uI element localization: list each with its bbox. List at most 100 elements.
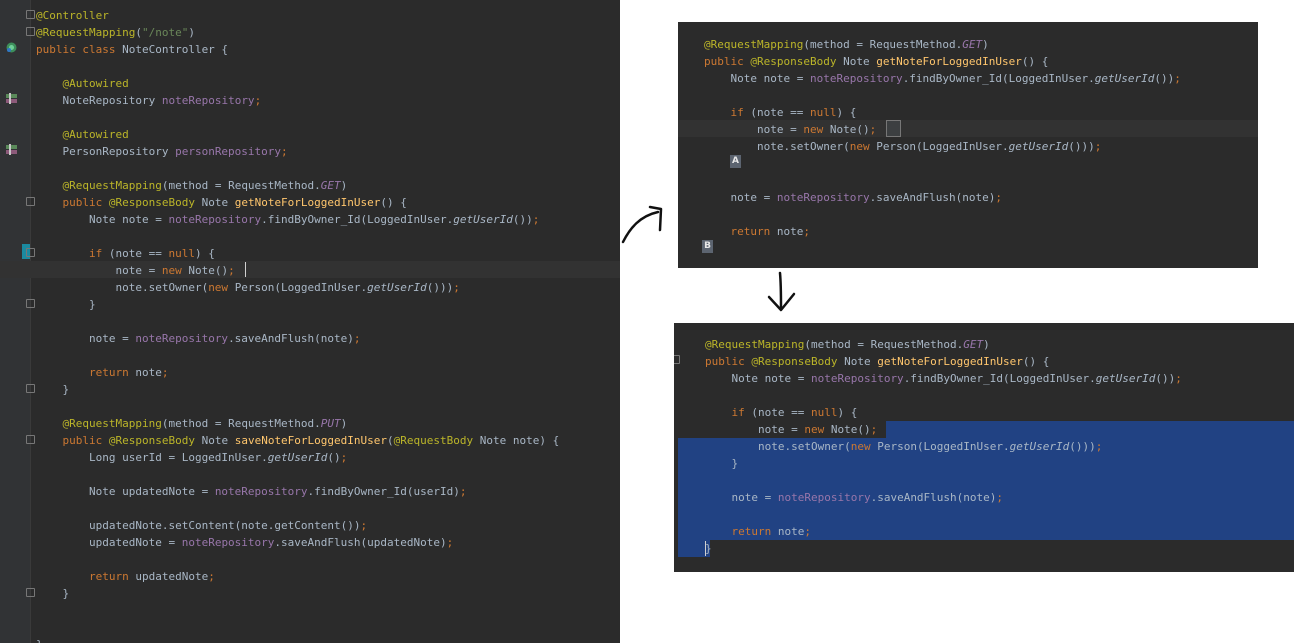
selection-highlight: [678, 540, 710, 557]
code-token: ;: [208, 570, 215, 583]
code-line: @RequestMapping(method = RequestMethod.G…: [704, 36, 989, 53]
code-line: }: [36, 296, 96, 313]
fold-marker[interactable]: [26, 248, 35, 257]
code-token: return: [36, 366, 136, 379]
fold-marker[interactable]: [26, 435, 35, 444]
autowired-bean-icon[interactable]: [6, 93, 17, 104]
fold-marker[interactable]: [26, 27, 35, 36]
code-token: return: [704, 225, 777, 238]
code-token: note.setOwner(: [704, 140, 850, 153]
code-token: getNoteForLoggedInUser: [877, 355, 1023, 368]
code-token: if: [705, 406, 752, 419]
code-token: @ResponseBody: [108, 196, 202, 209]
fold-marker[interactable]: [674, 355, 680, 364]
code-token: personRepository: [175, 145, 282, 158]
code-token: ): [982, 38, 989, 51]
code-token: (note ==: [751, 406, 811, 419]
code-token: noteRepository: [776, 191, 870, 204]
fold-marker[interactable]: [26, 588, 35, 597]
code-line: }: [705, 540, 712, 557]
code-line: @Autowired: [36, 126, 128, 143]
selection-highlight: [886, 421, 1294, 438]
code-token: (note ==: [750, 106, 810, 119]
code-token: ;: [1175, 372, 1182, 385]
code-line: return note;: [705, 523, 811, 540]
code-line: updatedNote = noteRepository.saveAndFlus…: [36, 534, 453, 551]
code-token: ;: [1094, 140, 1102, 153]
code-line: note = noteRepository.saveAndFlush(note)…: [36, 330, 361, 347]
autowired-bean-icon[interactable]: [6, 144, 17, 155]
code-token: new: [850, 440, 878, 453]
code-token: public: [36, 196, 109, 209]
code-token: () {: [1022, 355, 1050, 368]
code-token: updatedNote =: [36, 536, 182, 549]
code-token: getUserId: [1094, 72, 1155, 85]
code-token: ()): [1155, 372, 1176, 385]
code-token: .saveAndFlush(note): [228, 332, 354, 345]
code-token: ;: [1095, 440, 1103, 453]
arrow-down-icon: [767, 271, 796, 312]
code-token: PersonRepository: [36, 145, 176, 158]
code-token: (note ==: [108, 247, 169, 260]
fold-marker[interactable]: [26, 384, 35, 393]
code-token: ;: [446, 536, 454, 549]
code-token: @RequestMapping: [704, 38, 804, 51]
code-token: null: [810, 406, 838, 419]
code-token: noteRepository: [809, 72, 903, 85]
code-token: new: [161, 264, 189, 277]
code-token: if: [704, 106, 751, 119]
code-line: }: [36, 585, 69, 602]
code-line: @Controller: [36, 7, 109, 24]
code-token: Note: [844, 355, 878, 368]
code-token: ;: [804, 525, 811, 538]
code-token: (: [135, 26, 142, 39]
code-line: if (note == null) {: [704, 104, 856, 121]
curved-arrow-icon: [621, 205, 663, 244]
code-token: Note note =: [704, 72, 810, 85]
fold-marker[interactable]: [26, 299, 35, 308]
code-line: Note note = noteRepository.findByOwner_I…: [704, 70, 1180, 87]
fold-marker[interactable]: [26, 10, 35, 19]
code-line: note.setOwner(new Person(LoggedInUser.ge…: [704, 138, 1101, 155]
code-token: (method = RequestMethod.: [161, 417, 321, 430]
code-token: noteRepository: [168, 213, 262, 226]
code-line: note.setOwner(new Person(LoggedInUser.ge…: [705, 438, 1102, 455]
code-line: Note note = noteRepository.findByOwner_I…: [36, 211, 539, 228]
code-token: (): [327, 451, 341, 464]
code-token: if: [36, 247, 109, 260]
code-token: Person(LoggedInUser.: [876, 140, 1009, 153]
spring-bean-icon[interactable]: [6, 42, 17, 53]
code-token: GET: [963, 338, 984, 351]
code-token: ;: [453, 281, 460, 294]
code-line: Long userId = LoggedInUser.getUserId();: [36, 449, 347, 466]
code-token: Note(): [830, 423, 871, 436]
selection-highlight: [678, 438, 1294, 540]
code-token: @RequestMapping: [36, 26, 136, 39]
code-line: public @ResponseBody Note getNoteForLogg…: [705, 353, 1049, 370]
code-token: null: [168, 247, 195, 260]
code-token: "/note": [141, 26, 189, 39]
code-token: noteRepository: [810, 372, 904, 385]
code-token: (: [387, 434, 394, 447]
code-token: ;: [996, 491, 1004, 504]
code-token: .findByOwner_Id(LoggedInUser.: [261, 213, 454, 226]
code-editor[interactable]: @Controller@RequestMapping("/note")publi…: [0, 0, 620, 643]
code-token: (method = RequestMethod.: [803, 38, 963, 51]
code-token: ;: [353, 332, 361, 345]
current-line-highlight: [678, 120, 1258, 137]
code-token: new: [208, 281, 235, 294]
code-token: noteRepository: [181, 536, 275, 549]
code-token: getNoteForLoggedInUser: [876, 55, 1022, 68]
code-token: Long userId = LoggedInUser.: [36, 451, 268, 464]
code-token: note: [135, 366, 162, 379]
code-token: return: [705, 525, 778, 538]
code-token: }: [36, 638, 43, 643]
code-line: return note;: [704, 223, 810, 240]
code-snippet-after: @RequestMapping(method = RequestMethod.G…: [674, 323, 1294, 572]
code-token: ;: [532, 213, 540, 226]
code-line: public @ResponseBody Note saveNoteForLog…: [36, 432, 559, 449]
code-token: noteRepository: [135, 332, 229, 345]
code-token: .findByOwner_Id(LoggedInUser.: [902, 72, 1095, 85]
code-token: ()): [512, 213, 533, 226]
fold-marker[interactable]: [26, 197, 35, 206]
